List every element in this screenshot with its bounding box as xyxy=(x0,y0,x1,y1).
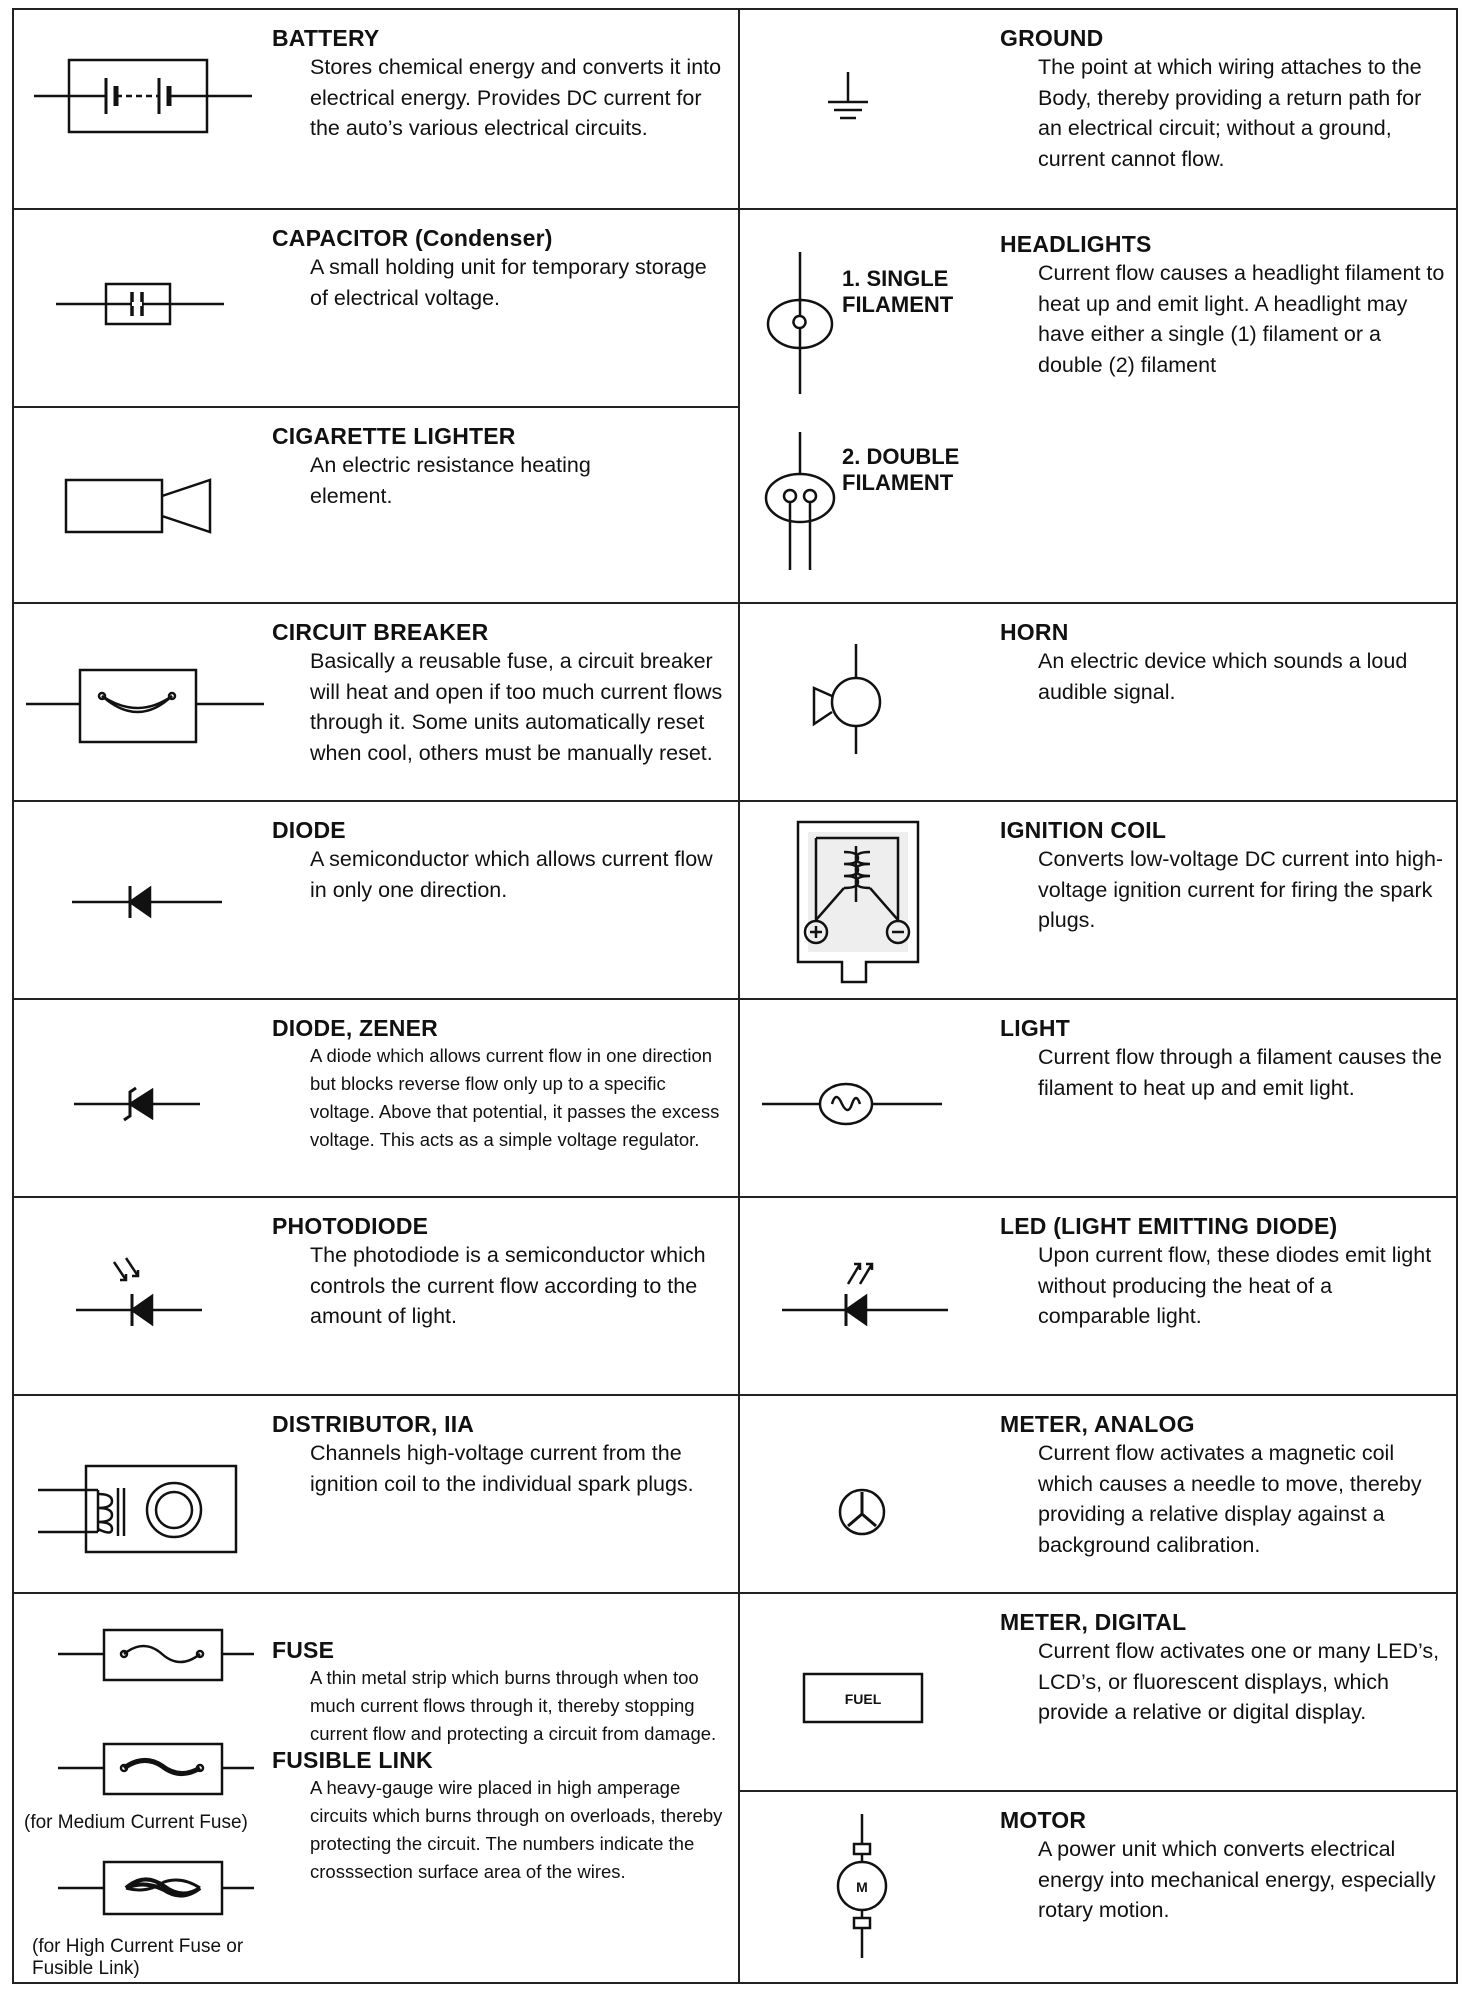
entry-description: Current flow activates a magnetic coil w… xyxy=(1038,1441,1422,1557)
entry-title: LED (LIGHT EMITTING DIODE) xyxy=(1000,1213,1338,1239)
left-column: BATTERY Stores chemical energy and conve… xyxy=(14,10,740,1982)
entry-description: A diode which allows current flow in one… xyxy=(310,1045,720,1150)
entry-title: CIRCUIT BREAKER xyxy=(272,619,489,645)
entry-description: The photodiode is a semiconductor which … xyxy=(310,1243,706,1328)
distributor-symbol-icon xyxy=(14,1396,274,1592)
entry-title: CIGARETTE LIGHTER xyxy=(272,423,516,449)
entry-distributor: DISTRIBUTOR, IIA Channels high-voltage c… xyxy=(14,1396,738,1594)
headlight-single-label: 1. SINGLE FILAMENT xyxy=(842,266,954,317)
ground-symbol-icon xyxy=(738,10,998,208)
entry-title: FUSE xyxy=(272,1637,335,1663)
capacitor-symbol-icon xyxy=(14,210,274,406)
entry-title: METER, ANALOG xyxy=(1000,1411,1195,1437)
entry-description: Current flow activates one or many LED’s… xyxy=(1038,1639,1440,1724)
fuse-caption-medium: (for Medium Current Fuse) xyxy=(24,1812,248,1833)
entry-description: A semiconductor which allows current flo… xyxy=(310,847,713,902)
entry-analog-meter: METER, ANALOG Current flow activates a m… xyxy=(738,1396,1456,1594)
zener-diode-symbol-icon xyxy=(14,1000,274,1196)
entry-description: Upon current flow, these diodes emit lig… xyxy=(1038,1243,1432,1328)
right-column: GROUND The point at which wiring attache… xyxy=(738,10,1456,1982)
entry-description: Channels high-voltage current from the i… xyxy=(310,1441,694,1496)
entry-title: DISTRIBUTOR, IIA xyxy=(272,1411,475,1437)
light-symbol-icon xyxy=(738,1000,998,1196)
entry-title: CAPACITOR (Condenser) xyxy=(272,225,553,251)
headlight-symbol-icon xyxy=(738,210,838,602)
analog-meter-symbol-icon xyxy=(738,1396,998,1592)
fuse-caption-high: (for High Current Fuse or Fusible Link) xyxy=(32,1936,244,1979)
entry-light: LIGHT Current flow through a filament ca… xyxy=(738,1000,1456,1198)
entry-title: IGNITION COIL xyxy=(1000,817,1167,843)
entry-description: Converts low-voltage DC current into hig… xyxy=(1038,847,1444,932)
entry-title: METER, DIGITAL xyxy=(1000,1609,1187,1635)
entry-title: LIGHT xyxy=(1000,1015,1070,1041)
entry-title: GROUND xyxy=(1000,25,1104,51)
entry-title-secondary: FUSIBLE LINK xyxy=(272,1747,433,1773)
entry-description: Basically a reusable fuse, a circuit bre… xyxy=(310,649,723,765)
entry-title: PHOTODIODE xyxy=(272,1213,429,1239)
digital-meter-label: FUEL xyxy=(845,1691,882,1707)
cigarette-lighter-symbol-icon xyxy=(14,408,274,602)
photodiode-symbol-icon xyxy=(14,1198,274,1394)
entry-description: The point at which wiring attaches to th… xyxy=(1038,55,1422,171)
symbol-reference-sheet: BATTERY Stores chemical energy and conve… xyxy=(12,8,1458,1984)
entry-fuse-and-fusible-link: (for Medium Current Fuse) (for High Curr… xyxy=(14,1594,738,1986)
entry-motor: M MOTOR A power unit which converts elec… xyxy=(738,1792,1456,1986)
entry-headlights: 1. SINGLE FILAMENT 2. DOUBLE FILAMENT HE… xyxy=(738,210,1456,604)
led-symbol-icon xyxy=(738,1198,998,1394)
diode-symbol-icon xyxy=(14,802,274,998)
battery-symbol-icon xyxy=(14,10,274,208)
entry-title: BATTERY xyxy=(272,25,380,51)
entry-ground: GROUND The point at which wiring attache… xyxy=(738,10,1456,210)
entry-description: Current flow through a filament causes t… xyxy=(1038,1045,1442,1100)
entry-circuit-breaker: CIRCUIT BREAKER Basically a reusable fus… xyxy=(14,604,738,802)
entry-description-secondary: A heavy-gauge wire placed in high ampera… xyxy=(310,1777,723,1882)
entry-title: HORN xyxy=(1000,619,1069,645)
entry-ignition-coil: IGNITION COIL Converts low-voltage DC cu… xyxy=(738,802,1456,1000)
motor-symbol-icon: M xyxy=(738,1792,998,1986)
entry-description: Current flow causes a headlight filament… xyxy=(1038,261,1445,377)
horn-symbol-icon xyxy=(738,604,998,800)
entry-battery: BATTERY Stores chemical energy and conve… xyxy=(14,10,738,210)
circuit-breaker-symbol-icon xyxy=(14,604,274,800)
entry-description: An electric resistance heating element. xyxy=(310,453,591,508)
entry-description: Stores chemical energy and converts it i… xyxy=(310,55,722,140)
entry-title: MOTOR xyxy=(1000,1807,1087,1833)
entry-capacitor: CAPACITOR (Condenser) A small holding un… xyxy=(14,210,738,408)
entry-description: A power unit which converts electrical e… xyxy=(1038,1837,1436,1922)
entry-title: HEADLIGHTS xyxy=(1000,231,1152,257)
entry-description: A thin metal strip which burns through w… xyxy=(310,1667,717,1744)
digital-meter-symbol-icon: FUEL xyxy=(738,1594,998,1790)
motor-label: M xyxy=(856,1879,868,1895)
fuse-symbol-icon xyxy=(14,1594,284,1986)
entry-description: An electric device which sounds a loud a… xyxy=(1038,649,1408,704)
ignition-coil-symbol-icon xyxy=(738,802,998,998)
entry-diode: DIODE A semiconductor which allows curre… xyxy=(14,802,738,1000)
entry-digital-meter: FUEL METER, DIGITAL Current flow activat… xyxy=(738,1594,1456,1792)
headlight-double-label: 2. DOUBLE FILAMENT xyxy=(842,444,960,495)
entry-title: DIODE xyxy=(272,817,346,843)
entry-horn: HORN An electric device which sounds a l… xyxy=(738,604,1456,802)
entry-zener-diode: DIODE, ZENER A diode which allows curren… xyxy=(14,1000,738,1198)
entry-cigarette-lighter: CIGARETTE LIGHTER An electric resistance… xyxy=(14,408,738,604)
entry-title: DIODE, ZENER xyxy=(272,1015,438,1041)
entry-description: A small holding unit for temporary stora… xyxy=(310,255,707,310)
entry-led: LED (LIGHT EMITTING DIODE) Upon current … xyxy=(738,1198,1456,1396)
entry-photodiode: PHOTODIODE The photodiode is a semicondu… xyxy=(14,1198,738,1396)
